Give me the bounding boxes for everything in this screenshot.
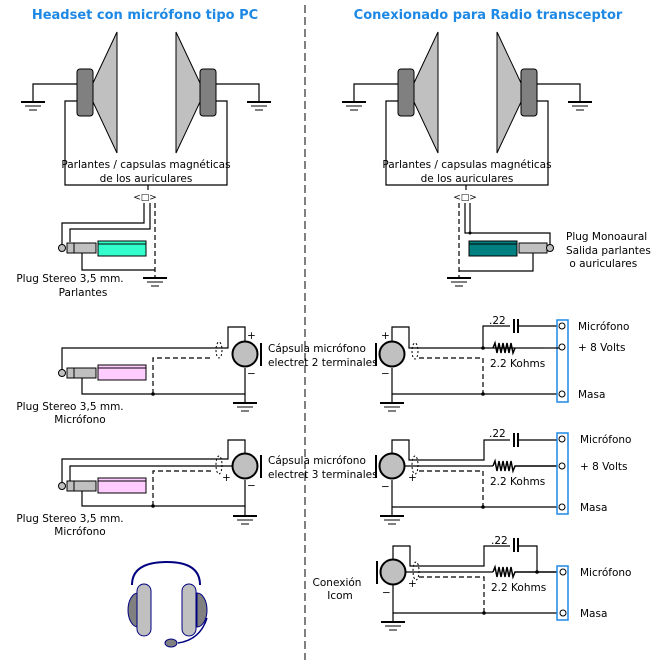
ground-icon bbox=[567, 101, 593, 111]
speaker-pair-left: Parlantes / capsulas magnéticas de los a… bbox=[20, 31, 272, 186]
speaker-icon bbox=[76, 31, 118, 154]
mic-circuit-2-terminal: + − bbox=[61, 326, 262, 412]
polarity-plus: + bbox=[408, 472, 417, 484]
radio-circuit-icom: + − .22 2.2 Kohms Micrófono Masa Conexió… bbox=[313, 535, 631, 631]
microphone-capsule-icon bbox=[375, 452, 406, 480]
ground-icon bbox=[341, 101, 367, 111]
polarity-minus: − bbox=[381, 368, 390, 380]
microphone-capsule-icon bbox=[376, 558, 407, 586]
icom-label: Conexión bbox=[313, 577, 362, 589]
mic-2-terminal-label: Cápsula micrófono bbox=[268, 343, 366, 355]
radio-circuit-1: + − .22 2.2 Kohms Micrófono + 8 Volts Ma… bbox=[375, 315, 629, 412]
speaker-pair-right: Parlantes / capsulas magnéticas de los a… bbox=[341, 31, 593, 186]
polarity-minus: − bbox=[247, 480, 256, 492]
mic-3-terminal-label: electret 3 terminales bbox=[268, 469, 378, 481]
speaker-cable-right: <□> bbox=[446, 185, 551, 287]
ground-icon bbox=[142, 277, 168, 287]
speaker-label-line2: de los auriculares bbox=[100, 173, 193, 185]
plug-stereo-mic-2 bbox=[58, 477, 147, 494]
polarity-plus: + bbox=[381, 330, 390, 342]
capacitor-value: .22 bbox=[489, 428, 506, 440]
plug-mono-label: Plug Monoaural bbox=[566, 231, 647, 243]
title-left: Headset con micrófono tipo PC bbox=[32, 8, 258, 23]
ground-icon bbox=[379, 402, 405, 412]
plug-stereo-mic-label: Micrófono bbox=[54, 526, 105, 538]
ground-icon bbox=[379, 515, 405, 525]
icom-label: Icom bbox=[327, 590, 353, 602]
terminal-mic-label: Micrófono bbox=[578, 321, 629, 333]
plug-mono-label: o auriculares bbox=[566, 258, 637, 270]
terminal-ground-label: Masa bbox=[578, 389, 605, 401]
terminal-block bbox=[556, 565, 569, 621]
polarity-minus: − bbox=[382, 587, 391, 599]
ground-icon bbox=[20, 101, 46, 111]
plug-mono-output bbox=[468, 240, 554, 257]
terminal-ground-label: Masa bbox=[580, 502, 607, 514]
microphone-capsule-icon bbox=[231, 452, 262, 480]
plug-stereo-mic-label: Micrófono bbox=[54, 414, 105, 426]
speaker-label-line1: Parlantes / capsulas magnéticas bbox=[382, 159, 551, 171]
radio-circuit-2: + − .22 2.2 Kohms Micrófono + 8 Volts Ma… bbox=[375, 428, 631, 525]
terminal-volts-label: + 8 Volts bbox=[578, 342, 625, 354]
speaker-icon bbox=[175, 31, 217, 154]
plug-stereo-mic-1 bbox=[58, 364, 147, 381]
speaker-icon bbox=[397, 31, 439, 154]
polarity-plus: + bbox=[247, 330, 256, 342]
speaker-label-line2: de los auriculares bbox=[421, 173, 514, 185]
plug-mono-label: Salida parlantes bbox=[566, 245, 651, 257]
speaker-icon bbox=[496, 31, 538, 154]
terminal-mic-label: Micrófono bbox=[580, 434, 631, 446]
terminal-volts-label: + 8 Volts bbox=[580, 461, 627, 473]
ground-icon bbox=[246, 101, 272, 111]
mic-2-terminal-label: electret 2 terminales bbox=[268, 357, 378, 369]
headset-icon bbox=[127, 560, 208, 648]
polarity-minus: − bbox=[381, 481, 390, 493]
plug-stereo-speakers bbox=[58, 240, 147, 257]
mic-3-terminal-label: Cápsula micrófono bbox=[268, 455, 366, 467]
svg-text:<□>: <□> bbox=[453, 193, 477, 203]
capacitor-value: .22 bbox=[491, 535, 508, 547]
terminal-ground-label: Masa bbox=[580, 608, 607, 620]
plug-stereo-mic-label: Plug Stereo 3,5 mm. bbox=[16, 513, 123, 525]
speaker-label-line1: Parlantes / capsulas magnéticas bbox=[61, 159, 230, 171]
speaker-cable-left: <□> bbox=[61, 185, 168, 287]
resistor-value: 2.2 Kohms bbox=[490, 476, 545, 488]
resistor-value: 2.2 Kohms bbox=[490, 358, 545, 370]
ground-icon bbox=[232, 515, 258, 525]
polarity-plus: + bbox=[408, 578, 417, 590]
resistor-value: 2.2 Kohms bbox=[491, 582, 546, 594]
svg-text:<□>: <□> bbox=[133, 193, 157, 203]
plug-stereo-speakers-label: Plug Stereo 3,5 mm. bbox=[16, 273, 123, 285]
polarity-minus: − bbox=[247, 368, 256, 380]
terminal-block bbox=[556, 319, 569, 403]
terminal-mic-label: Micrófono bbox=[580, 567, 631, 579]
microphone-capsule-icon bbox=[231, 340, 262, 368]
title-right: Conexionado para Radio transceptor bbox=[354, 8, 623, 23]
plug-stereo-mic-label: Plug Stereo 3,5 mm. bbox=[16, 401, 123, 413]
ground-icon bbox=[446, 277, 472, 287]
capacitor-value: .22 bbox=[489, 315, 506, 327]
plug-stereo-speakers-label: Parlantes bbox=[59, 287, 108, 299]
ground-icon bbox=[232, 402, 258, 412]
terminal-block bbox=[556, 432, 569, 515]
polarity-plus: + bbox=[222, 472, 231, 484]
microphone-capsule-icon bbox=[375, 340, 406, 368]
ground-icon bbox=[380, 621, 406, 631]
mic-circuit-3-terminal: + − bbox=[61, 439, 262, 525]
